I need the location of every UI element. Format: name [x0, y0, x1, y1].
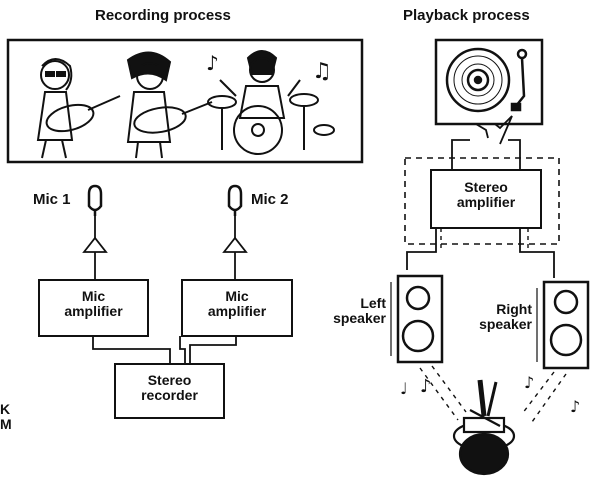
svg-text:♪: ♪: [206, 51, 219, 75]
music-note-icons: ♩ ♪ ♪ ♪: [400, 373, 580, 416]
right-speaker-icon: [536, 280, 590, 370]
stereo-recorder-line2: recorder: [141, 386, 198, 403]
mic-amp-right-box: [181, 279, 293, 337]
mic-amp-left-line2: amplifier: [64, 302, 123, 319]
stereo-recorder-line1: Stereo: [147, 372, 192, 388]
mic-2-label: Mic 2: [251, 191, 289, 208]
mic-2-arrow-icon: [222, 236, 248, 253]
mic-amp-left-line1: Mic: [81, 288, 106, 304]
stereo-amplifier-line2: amplifier: [456, 193, 516, 210]
left-speaker-icon: [390, 274, 444, 364]
edge-text-line2: M: [0, 415, 12, 432]
left-speaker-line2: speaker: [333, 309, 386, 326]
guitarist-1-figure: [36, 58, 121, 159]
left-speaker-label: Left speaker: [330, 296, 386, 325]
band-illustration: ♪ ♫: [6, 38, 364, 164]
mic-1-arrow-icon: [82, 236, 108, 253]
stereo-amplifier-line1: Stereo: [464, 179, 508, 195]
guitarist-2-figure: ♪: [126, 51, 219, 159]
svg-text:♫: ♫: [312, 59, 332, 84]
stereo-amplifier-box: [430, 169, 542, 229]
svg-text:♪: ♪: [524, 373, 534, 392]
right-speaker-line1: Right: [496, 301, 532, 317]
turntable-icon: [434, 38, 544, 126]
edge-text-line1: K: [0, 401, 11, 417]
mic-amp-right-line2: amplifier: [207, 302, 267, 319]
left-speaker-line1: Left: [360, 295, 386, 311]
amplifier-enclosure: [404, 157, 560, 245]
recording-title: Recording process: [95, 7, 231, 24]
mic-amp-left-box: [38, 279, 149, 337]
right-speaker-label: Right speaker: [466, 302, 532, 331]
mic-signal-lines: [82, 216, 248, 280]
speaker-connections: [406, 228, 555, 278]
edge-text-block: K M: [0, 402, 12, 431]
svg-text:♩: ♩: [400, 379, 408, 398]
listener-figure: [452, 379, 516, 476]
mic-1-icon: [87, 184, 103, 216]
recorder-connections: [92, 336, 237, 364]
mic-1-label: Mic 1: [33, 191, 71, 208]
right-speaker-line2: speaker: [479, 315, 532, 332]
playback-title: Playback process: [403, 7, 530, 24]
turntable-connections: [451, 115, 521, 170]
svg-text:♪: ♪: [570, 397, 580, 416]
sound-wave-lines: [419, 365, 567, 423]
mic-amp-right-label: Mic amplifier: [182, 289, 292, 318]
stereo-recorder-box: [114, 363, 225, 419]
svg-text:♪: ♪: [420, 376, 432, 397]
stereo-amplifier-label: Stereo amplifier: [431, 180, 541, 209]
mic-amp-right-line1: Mic: [225, 288, 249, 304]
mic-2-icon: [227, 184, 243, 216]
stereo-recorder-label: Stereo recorder: [115, 373, 224, 402]
drummer-figure: ♫: [207, 50, 335, 155]
mic-amp-left-label: Mic amplifier: [39, 289, 148, 318]
